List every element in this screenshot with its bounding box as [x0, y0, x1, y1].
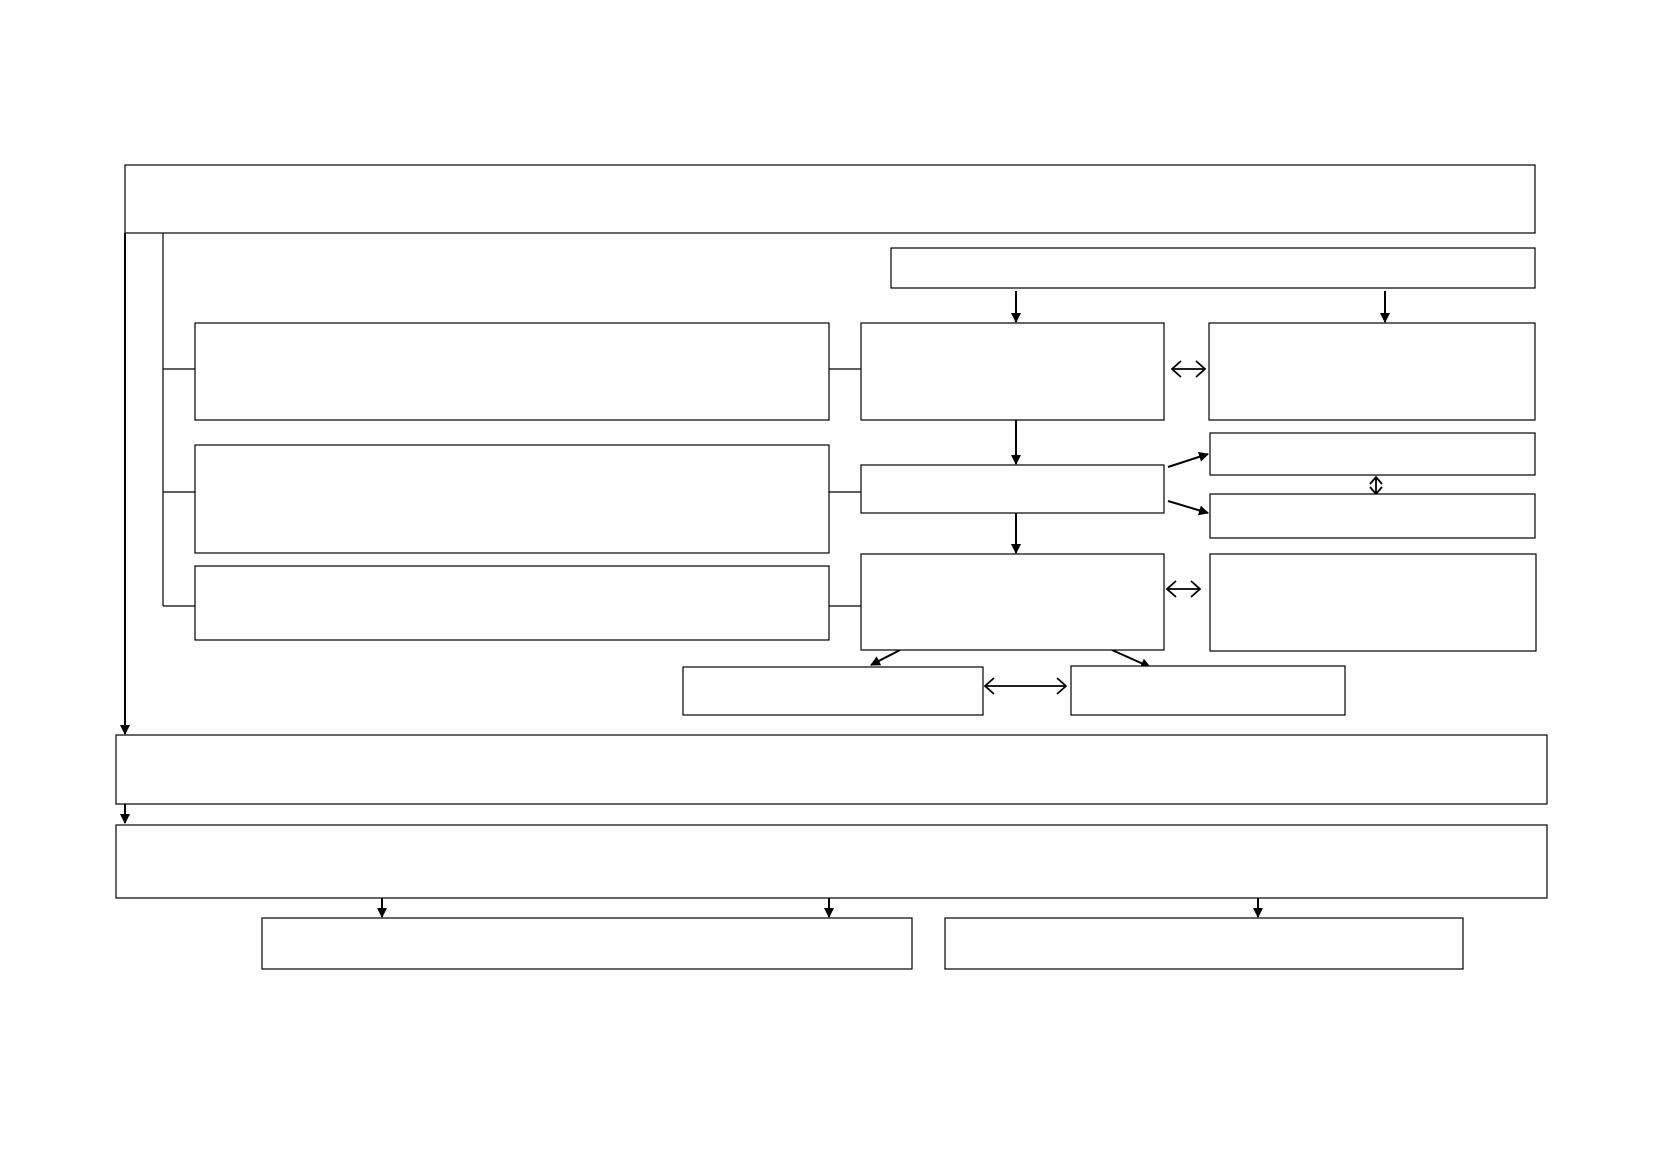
right-2a-box: [1209, 432, 1536, 476]
vertical-double-arrow: [1369, 475, 1383, 496]
double-arrow: [983, 677, 1068, 695]
center-3-box: [860, 553, 1165, 651]
right-2b-box: [1209, 493, 1536, 539]
bottom-left-box: [261, 917, 913, 970]
to-lower-left-arrow: [870, 649, 901, 666]
left-row-2-box: [194, 444, 830, 554]
lower-right-box: [1070, 665, 1346, 716]
wide-band-1-box: [115, 734, 1548, 805]
bottom-right-box: [944, 917, 1464, 970]
top-banner-box: [124, 164, 1536, 234]
to-lower-right-arrow: [1111, 649, 1151, 668]
center-1-box: [860, 322, 1165, 421]
left-row-3-box: [194, 565, 830, 641]
left-row-1-box: [194, 322, 830, 421]
split-up-arrow: [1167, 452, 1209, 468]
lower-left-box: [682, 666, 984, 716]
right-1-box: [1208, 322, 1536, 421]
wide-band-2-box: [115, 824, 1548, 899]
double-arrow: [1165, 580, 1202, 598]
top-right-header-box: [890, 247, 1536, 289]
double-arrow: [1170, 360, 1207, 378]
split-down-arrow: [1167, 500, 1209, 516]
center-2-box: [860, 464, 1165, 514]
right-3-box: [1209, 553, 1537, 652]
left-connectors: [162, 233, 861, 607]
